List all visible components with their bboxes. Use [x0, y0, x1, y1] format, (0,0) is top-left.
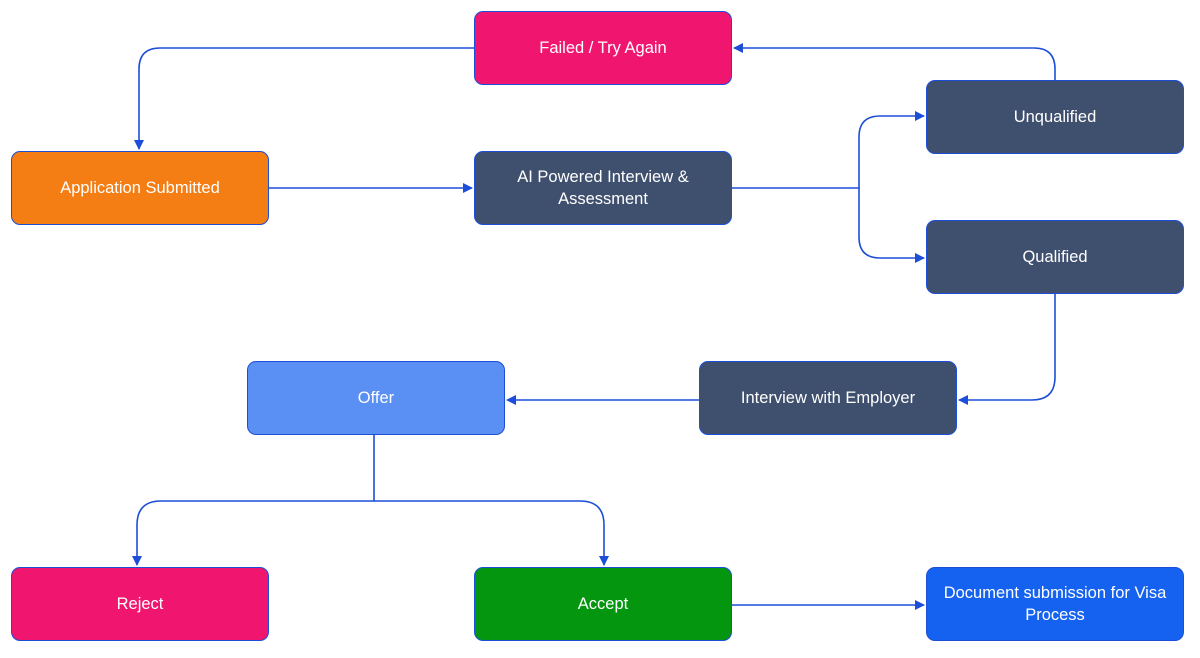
- edge-ai-to-unqualified: [732, 111, 925, 189]
- edge-offer-to-reject: [132, 435, 375, 566]
- edge-unqualified-to-failed: [733, 43, 1056, 80]
- node-qualified-label: Qualified: [1022, 248, 1088, 266]
- node-document-submission-label: Document submission for Visa Process: [943, 584, 1167, 624]
- node-offer-label: Offer: [357, 389, 395, 407]
- node-qualified: Qualified: [926, 220, 1184, 294]
- edge-qualified-to-interview: [958, 294, 1056, 405]
- node-interview-with-employer-label: Interview with Employer: [740, 389, 916, 407]
- node-unqualified: Unqualified: [926, 80, 1184, 154]
- edge-failed-to-application: [134, 47, 474, 150]
- edge-ai-to-qualified: [858, 188, 925, 263]
- node-accept-label: Accept: [577, 595, 629, 613]
- node-reject: Reject: [11, 567, 269, 641]
- node-document-submission: Document submission for Visa Process: [926, 567, 1184, 641]
- node-interview-with-employer: Interview with Employer: [699, 361, 957, 435]
- node-failed-try-again: Failed / Try Again: [474, 11, 732, 85]
- node-ai-powered-interview: AI Powered Interview & Assessment: [474, 151, 732, 225]
- node-accept: Accept: [474, 567, 732, 641]
- node-reject-label: Reject: [116, 595, 164, 613]
- node-ai-powered-interview-label: AI Powered Interview & Assessment: [517, 168, 689, 208]
- node-offer: Offer: [247, 361, 505, 435]
- node-application-submitted-label: Application Submitted: [60, 179, 220, 197]
- node-application-submitted: Application Submitted: [11, 151, 269, 225]
- node-failed-try-again-label: Failed / Try Again: [539, 39, 667, 57]
- edge-offer-to-accept: [374, 500, 609, 566]
- node-unqualified-label: Unqualified: [1013, 108, 1097, 126]
